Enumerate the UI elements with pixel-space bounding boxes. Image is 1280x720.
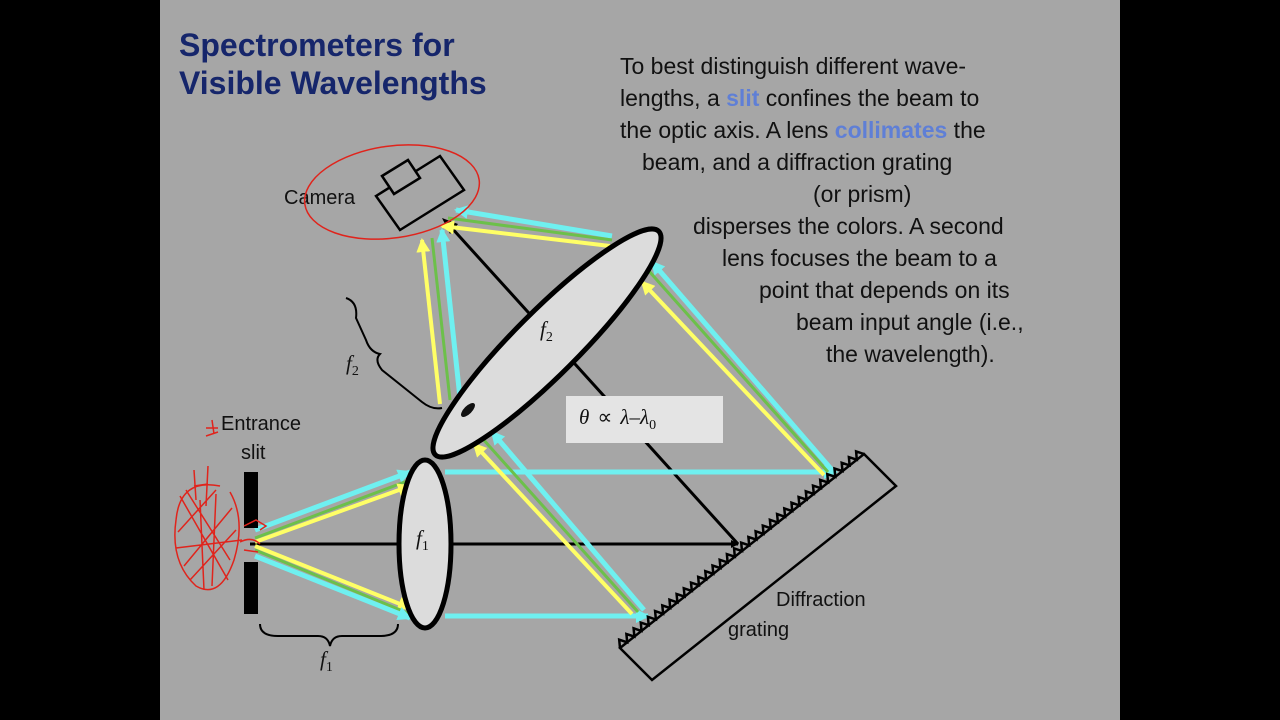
- cyan-ray: [254, 469, 412, 533]
- handwritten-annotations: [174, 144, 481, 591]
- f1-distance-label: f1: [320, 647, 333, 675]
- camera-circle-annotation: [303, 144, 481, 240]
- desc-line-10: the wavelength).: [826, 341, 995, 367]
- title-line-1: Spectrometers for: [179, 27, 455, 63]
- slit-scribble: [239, 519, 268, 553]
- slide: Spectrometers for Visible Wavelengths To…: [160, 0, 1120, 720]
- diffraction-grating: [617, 449, 898, 682]
- yellow-focused-ray: [416, 238, 442, 405]
- desc-line-7: lens focuses the beam to a: [722, 245, 997, 271]
- cyan-ray: [254, 553, 412, 621]
- grating-teeth: [617, 449, 865, 649]
- lens-1-label: f1: [416, 526, 429, 554]
- green-focused-ray: [430, 237, 452, 401]
- f2-distance-brace: [345, 297, 443, 410]
- desc-line-6: disperses the colors. A second: [693, 213, 1004, 239]
- desc-line-4: beam, and a diffraction grating: [642, 149, 953, 175]
- green-ray: [254, 548, 411, 616]
- desc-line-8: point that depends on its: [759, 277, 1010, 303]
- camera-lens-housing: [380, 158, 422, 196]
- yellow-focused-ray: [440, 220, 611, 248]
- colored-ray-bundle: [254, 205, 838, 623]
- camera-body: [374, 154, 466, 232]
- lens-2: [430, 226, 664, 460]
- spectrometer-diagram: Entrance slit f1 f2 Diffraction grating …: [174, 144, 898, 682]
- f1-distance-brace: [259, 623, 399, 647]
- light-source-scribble: [174, 484, 243, 591]
- desc-text: lengths, a: [620, 85, 727, 111]
- entrance-label-line-2: slit: [241, 442, 266, 464]
- center-ray-to-camera: [448, 224, 740, 546]
- yellow-diffracted-ray: [472, 442, 634, 616]
- slit-lower-jaw: [244, 562, 258, 614]
- lens-2-mark: [461, 403, 475, 417]
- camera-label: Camera: [284, 187, 356, 209]
- camera: [374, 154, 466, 232]
- cyan-diffracted-ray: [650, 260, 834, 472]
- desc-line-9: beam input angle (i.e.,: [796, 309, 1024, 335]
- highlight-collimates: collimates: [834, 117, 948, 143]
- lens-2-body: [430, 226, 664, 460]
- green-ray: [254, 478, 411, 540]
- slide-title: Spectrometers for Visible Wavelengths: [179, 26, 487, 102]
- grating-label-line-2: grating: [728, 619, 789, 641]
- highlight-slit: slit: [726, 85, 760, 111]
- desc-text: the: [947, 117, 986, 143]
- desc-text: the optic axis. A lens: [620, 117, 835, 143]
- yellow-ray: [254, 483, 412, 544]
- desc-line-1: To best distinguish different wave-: [620, 53, 967, 79]
- entrance-label-line-1: Entrance: [221, 413, 301, 435]
- handwritten-label-annotation: [193, 419, 219, 507]
- desc-line-2: lengths, a slit confines the beam to: [620, 82, 1080, 114]
- grating-label-line-1: Diffraction: [776, 589, 866, 611]
- yellow-ray: [254, 544, 412, 611]
- cyan-diffracted-ray: [490, 430, 646, 612]
- desc-text: confines the beam to: [759, 85, 980, 111]
- slit-upper-jaw: [244, 472, 258, 528]
- description-text: To best distinguish different wave- leng…: [620, 50, 1080, 370]
- grating-body: [618, 452, 898, 682]
- angle-equation: θ∝λ–λ0: [579, 405, 656, 433]
- equation-box: [566, 396, 723, 443]
- yellow-diffracted-ray: [640, 280, 826, 477]
- lens-1: [396, 457, 454, 631]
- desc-line-3: the optic axis. A lens collimates the: [620, 114, 1080, 146]
- green-diffracted-ray: [480, 436, 640, 614]
- green-diffracted-ray: [646, 269, 830, 473]
- green-focused-ray: [447, 216, 613, 242]
- cyan-focused-ray: [454, 205, 613, 239]
- lens-2-label: f2: [540, 317, 553, 345]
- cyan-focused-ray: [436, 228, 463, 399]
- f2-distance-label: f2: [346, 351, 359, 379]
- title-line-2: Visible Wavelengths: [179, 65, 487, 101]
- desc-line-5: (or prism): [813, 181, 912, 207]
- entrance-slit: [244, 472, 258, 614]
